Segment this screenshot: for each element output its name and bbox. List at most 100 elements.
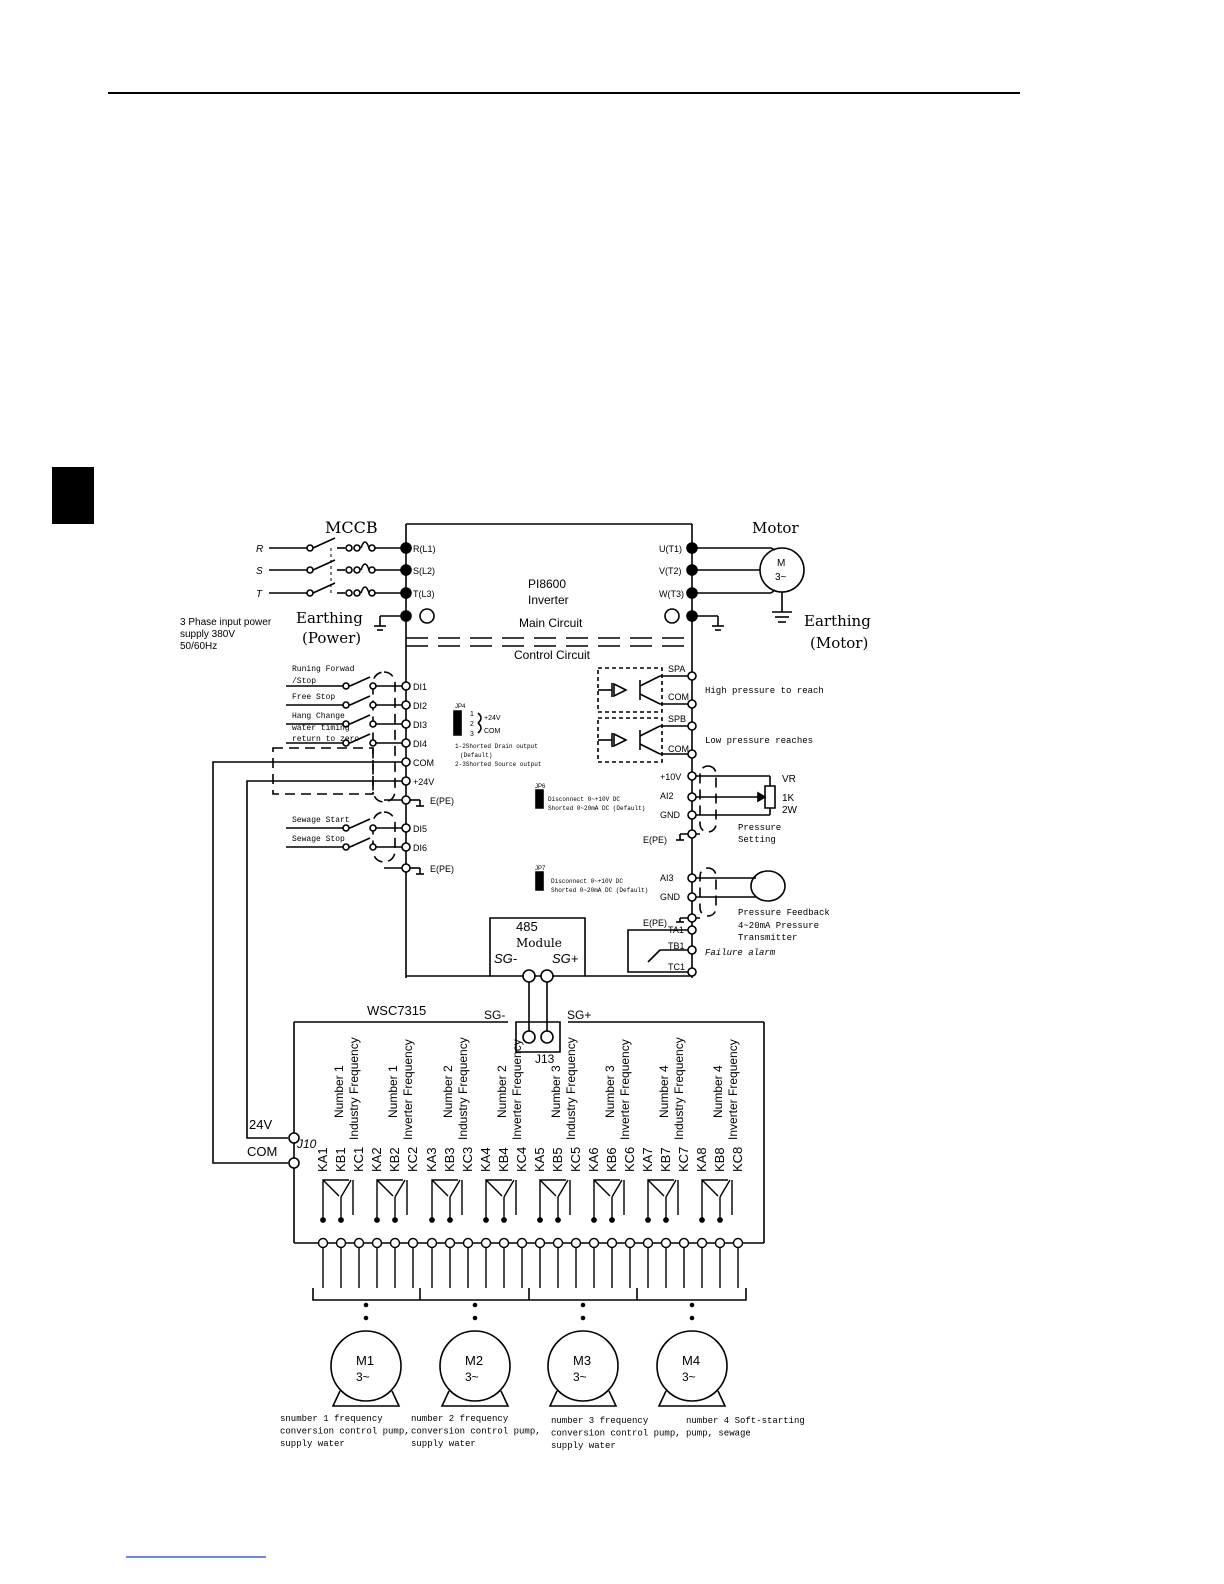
relay-output-terminal [716,1239,725,1248]
motor-symbol-phase: 3~ [775,572,787,583]
relay-output-terminal [373,1239,382,1248]
relay-output-terminal [482,1239,491,1248]
terminal-epe-right-1: E(PE) [643,835,667,845]
pump-caption: conversion control pump, [280,1427,410,1437]
pump-caption: supply water [411,1439,476,1449]
pressure-transmitter-symbol [751,871,785,901]
jp4-com: COM [484,728,501,735]
relay-group-desc: Industry Frequency [672,1037,686,1140]
jp4-pin-2: 2 [470,721,474,728]
relay-group-desc: Inverter Frequency [618,1039,632,1140]
jp6-note-1: Disconnect 0~+10V DC [548,796,620,803]
pump-name: M4 [682,1353,700,1368]
relay-coil-line [540,1180,566,1220]
relay-terminal-label: KC4 [514,1147,529,1172]
relay-output-terminal [734,1239,743,1248]
module-485-sg-minus: SG- [494,951,518,966]
relay-group-desc: Number 4 [657,1065,671,1118]
terminal-vt2: V(T2) [659,566,682,576]
relay-group-desc: Number 3 [549,1065,563,1118]
relay-output-terminal [662,1239,671,1248]
terminal-ta1: TA1 [668,925,684,935]
relay-coil-line [648,1180,674,1220]
relay-terminal-label: KA7 [640,1147,655,1172]
terminal-sl2: S(L2) [413,566,435,576]
jp7-note-1: Disconnect 0~+10V DC [551,878,623,885]
jp7-note-2: Shorted 0~20mA DC (Default) [551,887,648,894]
terminal-di1: DI1 [413,682,427,692]
terminal-com-spa: COM [668,692,689,702]
di-function-4b: return to zero [292,735,359,744]
terminal-epe-right-2: E(PE) [643,918,667,928]
pump-caption: conversion control pump, [551,1429,681,1439]
pump-caption: number 4 Soft-starting [686,1416,805,1426]
inverter-type: Inverter [528,593,569,607]
relay-terminal-label: KC8 [730,1147,745,1172]
jp6-note-2: Shorted 0~20mA DC (Default) [548,805,645,812]
terminal-rl1: R(L1) [413,544,436,554]
earthing-power-line-2: (Power) [302,629,361,647]
pump-caption: number 3 frequency [551,1416,649,1426]
relay-terminal-label: KA5 [532,1147,547,1172]
relay-output-terminal [409,1239,418,1248]
relay-terminal-label: KB5 [550,1147,565,1172]
power-supply-line-1: 3 Phase input power [180,617,272,628]
pump-motor-symbol [331,1331,401,1401]
terminal-spa: SPA [668,664,685,674]
input-t-label: T [256,589,263,600]
terminal-com: COM [413,758,434,768]
pump-caption: snumber 1 frequency [280,1414,383,1424]
failure-alarm-note: Failure alarm [705,948,776,958]
pressure-feedback-2: 4~20mA Pressure [738,921,819,931]
motor-label: Motor [752,519,799,537]
power-supply-line-2: supply 380V [180,629,235,640]
relay-group-desc: Industry Frequency [456,1037,470,1140]
wsc-sg-minus: SG- [484,1008,505,1022]
module-485-sg-plus: SG+ [552,951,579,966]
terminal-di4: DI4 [413,739,427,749]
motor-symbol-m: M [777,558,785,569]
relay-output-terminal [355,1239,364,1248]
pump-name: M1 [356,1353,374,1368]
pump-caption: pump, sewage [686,1429,751,1439]
pump-phase: 3~ [573,1370,587,1384]
relay-coil-line [702,1180,728,1220]
relay-output-terminal [608,1239,617,1248]
relay-terminal-label: KC3 [460,1147,475,1172]
terminal-spb: SPB [668,714,686,724]
relay-terminal-label: KA2 [369,1147,384,1172]
jp4-note-2: (Default) [460,752,492,759]
pump-caption: conversion control pump, [411,1427,541,1437]
relay-group-desc: Industry Frequency [564,1037,578,1140]
wsc-com: COM [247,1144,277,1159]
terminal-com-spb: COM [668,744,689,754]
di-function-2: Free Stop [292,693,335,702]
jp4-note-1: 1-2Shorted Drain output [455,743,538,750]
terminal-ai3: AI3 [660,873,674,883]
terminal-gnd-2: GND [660,892,681,902]
relay-terminal-label: KC1 [351,1147,366,1172]
relay-output-terminal [500,1239,509,1248]
jp7-name: JP7 [535,866,546,872]
relay-coil-line [323,1180,349,1220]
terminal-tl3: T(L3) [413,589,435,599]
pressure-feedback-1: Pressure Feedback [738,908,830,918]
pump-phase: 3~ [682,1370,696,1384]
relay-coil-line [432,1180,458,1220]
pump-caption: supply water [280,1439,345,1449]
terminal-di5: DI5 [413,824,427,834]
relay-group-desc: Number 2 [441,1065,455,1118]
di-function-3: Hang Change [292,712,345,721]
terminal-di3: DI3 [413,720,427,730]
relay-terminal-label: KC6 [622,1147,637,1172]
relay-terminal-label: KB1 [333,1147,348,1172]
relay-group-desc: Number 4 [711,1065,725,1118]
terminal-di6: DI6 [413,843,427,853]
relay-terminal-label: KC2 [405,1147,420,1172]
jp4-24v: +24V [484,715,501,722]
input-r-label: R [256,544,263,555]
relay-group-desc: Inverter Frequency [726,1039,740,1140]
relay-output-terminal [698,1239,707,1248]
relay-group-desc: Number 1 [386,1065,400,1118]
relay-terminal-label: KA6 [586,1147,601,1172]
